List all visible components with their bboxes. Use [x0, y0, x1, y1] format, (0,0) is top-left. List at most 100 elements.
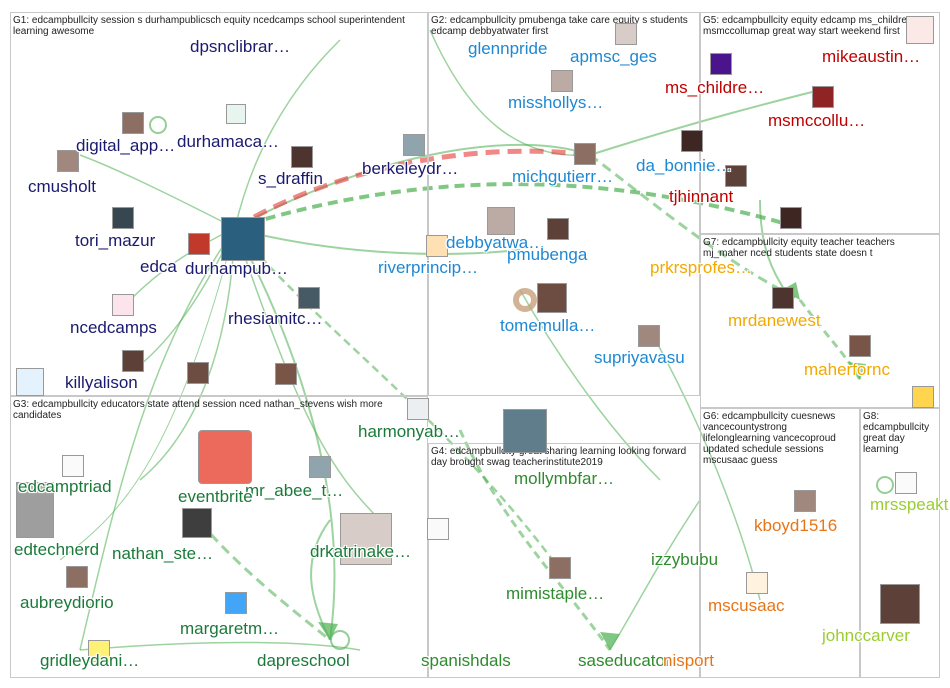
node-label: mrdanewest	[728, 311, 821, 330]
node-label: misshollys…	[508, 93, 604, 112]
edge	[609, 499, 701, 651]
edge	[234, 227, 381, 521]
avatar	[880, 584, 920, 624]
node-label: rhesiamitc…	[228, 309, 323, 328]
edge	[519, 289, 661, 481]
node-label: tori_mazur	[75, 231, 156, 250]
node-label: mrsspeakt…	[870, 495, 950, 514]
avatar	[547, 218, 569, 240]
group-title-g3: G3: edcampbullcity educators state atten…	[13, 399, 383, 421]
self-loop	[876, 476, 894, 494]
group-panel-g7	[700, 234, 940, 408]
node-label: michgutierr…	[512, 167, 614, 186]
self-loop	[513, 288, 537, 312]
node-label: dapreschool	[257, 651, 350, 670]
avatar	[57, 150, 79, 172]
avatar	[574, 143, 596, 165]
node-label: debbyatwa…	[446, 233, 546, 252]
node-label: edtechnerd	[14, 540, 100, 559]
node-label: edcamptriad	[18, 477, 112, 496]
avatar	[710, 53, 732, 75]
node-label: ncedcamps	[70, 318, 157, 337]
node-label: tjhinnant	[669, 187, 734, 206]
avatar	[487, 207, 515, 235]
avatar	[122, 112, 144, 134]
avatar	[275, 363, 297, 385]
avatar	[812, 86, 834, 108]
avatar	[906, 16, 934, 44]
node-label: supriyavasu	[594, 348, 685, 367]
node-label: drkatrinake…	[310, 542, 412, 561]
edge	[234, 227, 562, 571]
edge	[234, 143, 591, 229]
node-label: cmusholt	[28, 177, 97, 196]
node-label: saseducator	[578, 651, 671, 670]
node-label: harmonyab…	[358, 422, 461, 441]
edge	[234, 39, 341, 229]
avatar	[780, 207, 802, 229]
avatar	[912, 386, 934, 408]
node-label: apmsc_ges	[570, 47, 657, 66]
node-label: killyalison	[65, 373, 138, 392]
node-label: tomemulla…	[500, 316, 596, 335]
avatar	[537, 283, 567, 313]
avatar	[403, 134, 425, 156]
avatar	[122, 350, 144, 372]
avatar	[291, 146, 313, 168]
node-label: gridleydani…	[40, 651, 140, 670]
node-label: mr_abee_t…	[245, 481, 344, 500]
node-label: edca	[140, 257, 177, 276]
avatar	[503, 409, 547, 453]
avatar	[188, 233, 210, 255]
node-label: maherfornc	[804, 360, 890, 379]
node-label: msmccollu…	[768, 111, 866, 130]
node-label: prkrsprofes…	[650, 258, 753, 277]
node-label: mollymbfar…	[514, 469, 615, 488]
self-loop	[330, 630, 350, 650]
group-panel-g2	[428, 12, 700, 396]
avatar	[112, 294, 134, 316]
node-label: berkeleydr…	[362, 159, 459, 178]
avatar	[66, 566, 88, 588]
group-panel-g1	[10, 12, 428, 396]
avatar	[198, 430, 252, 484]
avatar	[221, 217, 265, 261]
group-title-g4: G4: edcampbullcity great sharing learnin…	[431, 446, 687, 468]
group-title-g5: G5: edcampbullcity equity edcamp ms_chil…	[703, 15, 923, 37]
node-label: durhamaca…	[177, 132, 280, 151]
node-label: riverprincip…	[378, 258, 479, 277]
node-label: glennpride	[468, 39, 548, 58]
node-label: johnccarver	[822, 626, 910, 645]
avatar	[16, 482, 54, 538]
avatar	[88, 640, 110, 662]
edge	[649, 329, 761, 601]
node-label: mscusaac	[708, 596, 785, 615]
node-label: digital_app…	[76, 136, 176, 155]
self-loop	[149, 116, 167, 134]
node-label: izzybubu	[651, 550, 719, 569]
node-label: eventbrite	[178, 487, 253, 506]
avatar	[615, 23, 637, 45]
edge	[458, 429, 612, 651]
edge	[59, 227, 236, 561]
avatar	[725, 165, 747, 187]
edge	[79, 154, 236, 229]
avatar	[427, 518, 449, 540]
avatar	[112, 207, 134, 229]
avatar	[549, 557, 571, 579]
edge	[234, 227, 336, 641]
node-label: spanishdals	[421, 651, 511, 670]
node-label: durhampub…	[185, 259, 289, 278]
node-label: margaretm…	[180, 619, 280, 638]
node-label: mikeaustin…	[822, 47, 921, 66]
avatar	[16, 368, 44, 396]
group-panel-g6	[700, 408, 860, 678]
group-panel-g8	[860, 408, 940, 678]
avatar	[225, 592, 247, 614]
node-label: da_bonnie…	[636, 156, 733, 175]
node-label: dpsnclibrar…	[190, 37, 291, 56]
group-panel-g5	[700, 12, 940, 234]
group-title-g2: G2: edcampbullcity pmubenga take care eq…	[431, 15, 688, 37]
avatar	[182, 508, 212, 538]
node-label: ms_childre…	[665, 78, 765, 97]
